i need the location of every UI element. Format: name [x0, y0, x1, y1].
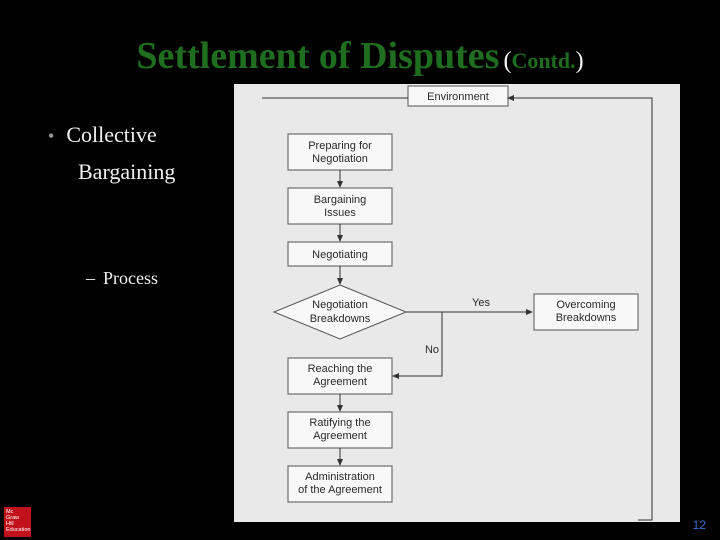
publisher-logo: Mc Graw Hill Education	[4, 507, 31, 537]
title-contd: Contd.	[511, 48, 576, 73]
yes-label: Yes	[472, 297, 490, 309]
logo-line-1: Mc	[6, 509, 14, 515]
overcoming-line1: Overcoming	[556, 299, 615, 311]
logo-line-4: Education	[6, 527, 31, 533]
step-ratifying-line1: Ratifying the	[309, 417, 370, 429]
step-negotiating-label: Negotiating	[312, 249, 368, 261]
page-number: 12	[692, 518, 706, 532]
step-preparing-box	[287, 133, 393, 171]
title-main: Settlement of Disputes	[136, 35, 500, 77]
step-issues-line2: Issues	[324, 207, 356, 219]
step-reaching-line1: Reaching the	[308, 363, 373, 375]
step-preparing-line1: Preparing for	[308, 140, 372, 152]
title-open-paren: (	[503, 48, 512, 74]
overcoming-line2: Breakdowns	[556, 312, 617, 324]
step-reaching-box	[287, 357, 393, 395]
bullet-line-1: Collective	[66, 122, 157, 147]
flowchart: Environment Preparing for Negotiation Ba…	[262, 85, 653, 521]
step-administration-box	[287, 465, 393, 503]
environment-label: Environment	[427, 91, 489, 103]
bullet-marker: •	[48, 126, 55, 146]
logo-line-3: Hill	[6, 521, 14, 527]
decision-diamond	[272, 284, 408, 340]
no-arrow	[392, 312, 443, 379]
decision-line1: Negotiation	[312, 299, 368, 311]
bullet-line-2: Bargaining	[78, 159, 176, 184]
step-ratifying-line2: Agreement	[313, 430, 367, 442]
step-ratifying-box	[287, 411, 393, 449]
overcoming-box	[533, 293, 639, 331]
sub-bullet-process: –Process	[86, 268, 158, 289]
step-preparing-line2: Negotiation	[312, 153, 368, 165]
slide-title: Settlement of Disputes (Contd.)	[0, 34, 720, 78]
process-diagram: Environment Preparing for Negotiation Ba…	[234, 84, 680, 522]
step-reaching-line2: Agreement	[313, 376, 367, 388]
logo-line-2: Graw	[6, 515, 20, 521]
step-administration-line2: of the Agreement	[298, 484, 382, 496]
title-close-paren: )	[575, 48, 584, 74]
feedback-arrow	[507, 95, 653, 521]
step-issues-line1: Bargaining	[314, 194, 367, 206]
decision-line2: Breakdowns	[310, 313, 371, 325]
sub-bullet-text: Process	[103, 268, 158, 288]
bullet-collective-bargaining: • Collective Bargaining	[48, 117, 175, 189]
step-administration-line1: Administration	[305, 471, 375, 483]
no-label: No	[425, 344, 439, 356]
step-issues-box	[287, 187, 393, 225]
sub-bullet-marker: –	[86, 268, 95, 288]
